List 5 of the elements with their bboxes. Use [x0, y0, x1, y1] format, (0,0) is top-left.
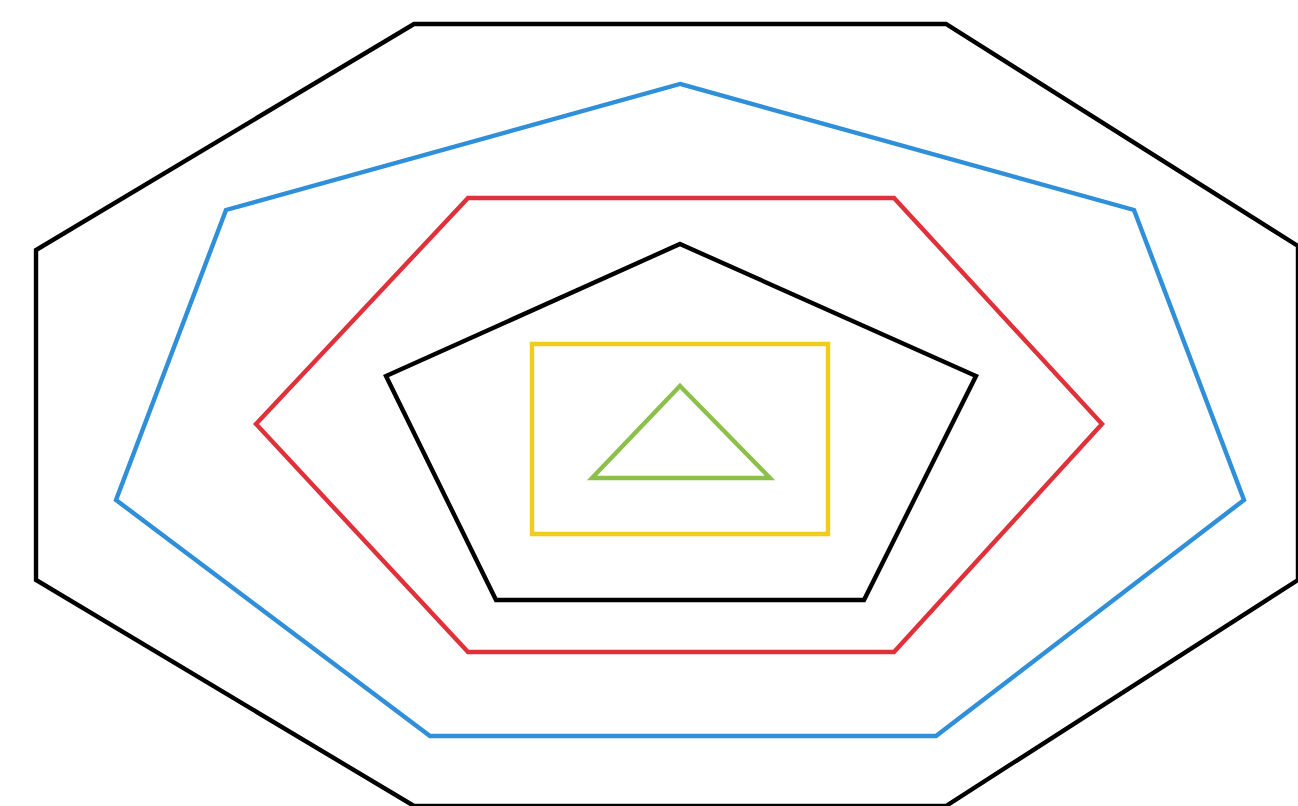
octagon-outline	[33, 21, 1298, 806]
hexagon-outline	[253, 195, 1105, 655]
pentagon-outline	[383, 241, 979, 603]
heptagon-outline	[113, 81, 1247, 739]
rectangle-outline	[529, 341, 831, 537]
